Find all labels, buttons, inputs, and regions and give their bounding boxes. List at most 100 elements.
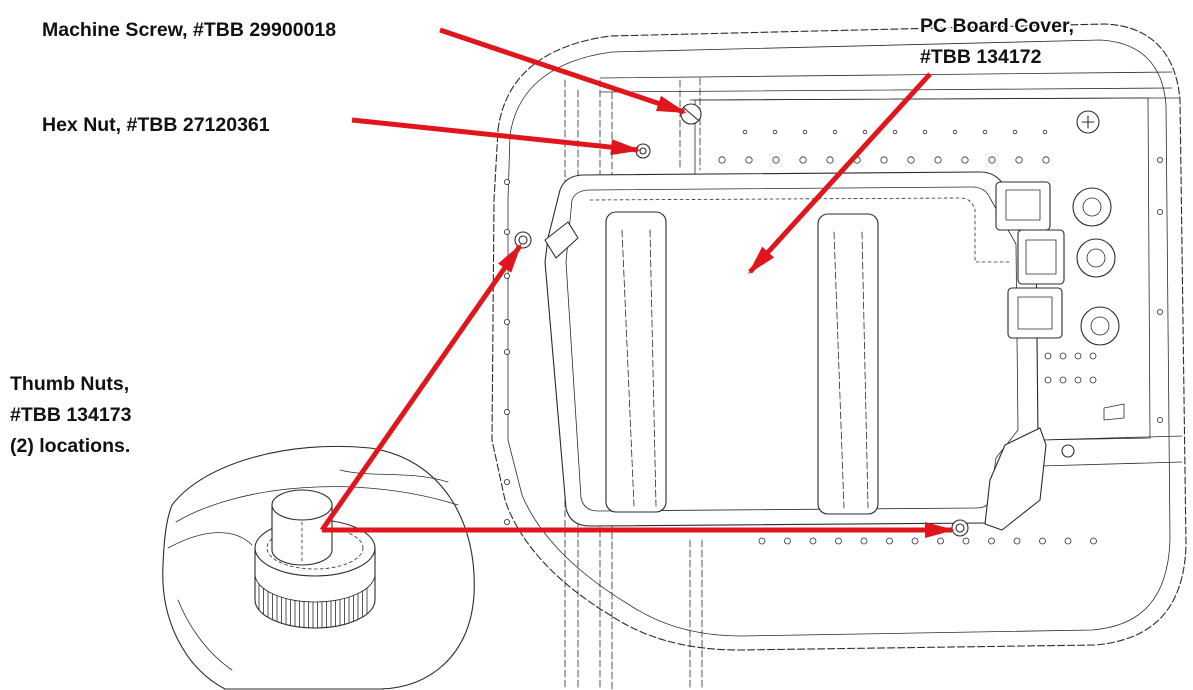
panel-hole — [911, 537, 919, 545]
panel-hole — [503, 228, 510, 235]
relay-middle-face — [1025, 239, 1057, 275]
phillips-screw — [1076, 110, 1100, 134]
knurl-ridges — [258, 583, 368, 629]
board-hole — [1012, 129, 1018, 135]
board-hole — [892, 129, 898, 135]
board-hole — [952, 129, 958, 135]
cover-channel-right-ridge — [833, 231, 869, 509]
board-hole — [907, 156, 915, 164]
board-hole — [1042, 156, 1050, 164]
panel-hole — [1157, 156, 1164, 163]
terminal-lower-nut — [1090, 316, 1110, 336]
panel-hole — [503, 519, 510, 526]
pc-board-cover-label-line2: #TBB 134172 — [920, 46, 1042, 68]
board-hole — [832, 129, 838, 135]
thumb-nut-detail — [162, 445, 475, 690]
board-hole — [802, 129, 808, 135]
relay-lower — [1007, 287, 1063, 339]
knurl-band-edge — [254, 573, 376, 603]
panel-hole — [503, 348, 510, 355]
mounting-stud — [1103, 403, 1125, 421]
panel-hole — [758, 537, 766, 545]
panel-hole — [503, 478, 510, 485]
board-hole — [745, 156, 753, 164]
machine-screw-label: Machine Screw, #TBB 29900018 — [42, 19, 336, 41]
thumb-nuts-label-line2: #TBB 134173 — [10, 404, 132, 426]
panel-hole — [860, 537, 868, 545]
rail-screw — [1061, 444, 1075, 458]
panel-hole — [1090, 537, 1097, 545]
panel-hole — [886, 537, 893, 545]
detail-surface-lines — [167, 469, 459, 671]
cover-side-tab — [544, 221, 579, 259]
relay-middle — [1017, 229, 1065, 285]
hex-nut — [635, 143, 651, 159]
board-hole — [718, 156, 726, 164]
machine-screw — [680, 103, 702, 125]
cover-inner-edge — [565, 186, 1019, 512]
board-hole — [961, 156, 969, 164]
connector-pin — [1059, 376, 1067, 384]
board-hole — [934, 156, 942, 164]
panel-hole — [1039, 537, 1046, 545]
terminal-upper — [1072, 187, 1112, 227]
thumb-nut-upper-top — [518, 235, 528, 245]
stud-top — [271, 489, 333, 521]
panel-hole — [503, 178, 510, 185]
panel-hole — [1013, 537, 1021, 545]
arrow-to-hex-nut — [351, 117, 641, 156]
panel-inner-outline — [507, 39, 1171, 637]
cover-channel-right — [817, 213, 879, 515]
connector-pin — [1059, 352, 1067, 360]
board-hole — [772, 129, 778, 135]
board-hole — [772, 156, 780, 164]
cover-top-face — [589, 197, 1011, 263]
panel-hole — [962, 537, 970, 545]
thumb-nut-lower — [951, 519, 969, 537]
board-hole — [982, 129, 988, 135]
terminal-middle-nut — [1086, 248, 1106, 268]
thumb-nut-lower-body — [951, 519, 969, 537]
thumb-nut-lower-top — [955, 523, 965, 533]
panel-hole — [937, 537, 944, 545]
panel-hole — [1157, 416, 1164, 423]
relay-lower-face — [1017, 296, 1053, 330]
arrow-to-thumb-nut-upper — [319, 243, 523, 532]
top-rail — [599, 71, 1173, 101]
hex-nut-body — [635, 143, 651, 159]
panel-hole — [988, 537, 995, 545]
connector-pin — [1074, 352, 1082, 360]
callout-arrows — [319, 27, 955, 538]
connector-pin — [1044, 376, 1052, 384]
pc-board-cover-label-line1: PC Board Cover, — [920, 15, 1074, 37]
board-hole — [826, 156, 834, 164]
board-hole — [880, 156, 888, 164]
board-hole — [988, 156, 996, 164]
connector-pins — [1044, 352, 1097, 384]
panel-hole — [1064, 537, 1072, 545]
relay-upper — [995, 181, 1051, 231]
callout-labels: Machine Screw, #TBB 29900018 Hex Nut, #T… — [9, 14, 1076, 459]
thumb-nuts-label-line3: (2) locations. — [10, 435, 130, 457]
panel-hole — [784, 537, 791, 545]
cover-channel-left — [605, 211, 667, 513]
pc-board-cover — [544, 171, 1047, 531]
phillips-screw-cross — [1081, 115, 1095, 129]
board-hole — [922, 129, 928, 135]
terminal-lower — [1080, 306, 1120, 346]
arrow-to-machine-screw — [439, 27, 687, 115]
thumb-nuts-label-line1: Thumb Nuts, — [10, 373, 129, 395]
right-rail — [1039, 97, 1183, 467]
board-holes — [503, 129, 1164, 545]
board-hole — [799, 156, 807, 164]
relay-upper-face — [1005, 189, 1041, 221]
panel-hole — [503, 272, 510, 279]
panel-hole — [503, 408, 510, 415]
board-hole — [742, 129, 748, 135]
panel-hole — [503, 318, 510, 325]
cover-latch — [984, 427, 1047, 531]
connector-pin — [1089, 352, 1097, 360]
connector-pin — [1044, 352, 1052, 360]
board-hole — [862, 129, 868, 135]
